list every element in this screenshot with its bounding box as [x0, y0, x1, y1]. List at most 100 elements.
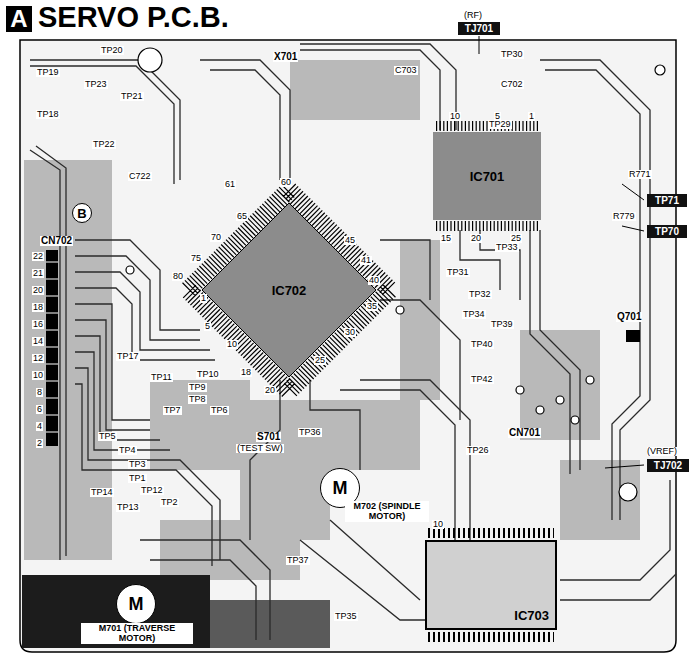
label-box: TP71 [647, 194, 687, 207]
caption: (VREF) [647, 447, 677, 456]
test-point-label: TP32 [468, 290, 492, 299]
part-label: TJ702 [654, 461, 682, 471]
pin-number: 20 [470, 234, 482, 243]
pin-number: 25 [510, 234, 522, 243]
pin-number: 20 [32, 286, 44, 295]
pin-number: 40 [368, 276, 380, 285]
part-label: IC702 [272, 284, 307, 297]
pin-number: 16 [32, 320, 44, 329]
pin-number: 80 [172, 272, 184, 281]
pin-number: 10 [32, 371, 44, 380]
test-point-label: TP1 [128, 474, 147, 483]
part-label: TP71 [655, 196, 679, 206]
pin-number: 18 [240, 368, 252, 377]
part-ref: Q701 [616, 312, 642, 322]
part-ref: R779 [612, 212, 636, 221]
part-label: A [10, 7, 27, 31]
pin-number: 18 [32, 303, 44, 312]
test-point-label: TP34 [462, 310, 486, 319]
label-box: IC701 [433, 132, 541, 220]
circle-symbol: MM701 (TRAVERSE MOTOR) [116, 584, 156, 624]
pin-number: 60 [280, 178, 292, 187]
test-point-label: TP8 [188, 395, 207, 404]
label-box: TP70 [647, 225, 687, 238]
test-point-label: TP22 [92, 140, 116, 149]
pin-number: 75 [190, 254, 202, 263]
part-label: TP70 [655, 227, 679, 237]
test-point-label: TP33 [495, 243, 519, 252]
test-point-label: TP23 [84, 80, 108, 89]
part-ref: R771 [628, 170, 652, 179]
test-point-label: TP13 [116, 503, 140, 512]
pin-number: 65 [236, 212, 248, 221]
pin-number: 30 [344, 328, 356, 337]
part-label: M [129, 595, 144, 613]
test-point-label: TP3 [128, 460, 147, 469]
test-point-label: TP20 [100, 46, 124, 55]
pin-number: 10 [432, 520, 444, 529]
test-point-label: TP31 [446, 268, 470, 277]
pin-number: 22 [32, 252, 44, 261]
pin-number: 20 [264, 386, 276, 395]
pin-number: 2 [36, 439, 43, 448]
part-ref: C722 [128, 172, 152, 181]
title: SERVO P.C.B. [38, 2, 229, 34]
test-point-label: TP40 [470, 340, 494, 349]
pin-number: 4 [36, 422, 43, 431]
pin-number: 12 [32, 354, 44, 363]
test-point-label: TP37 [286, 556, 310, 565]
part-label: B [77, 207, 86, 220]
pin-number: 10 [226, 340, 238, 349]
test-point-label: TP42 [470, 375, 494, 384]
test-point-label: TP2 [160, 498, 179, 507]
test-point-label: TP9 [188, 383, 207, 392]
label-box: (RF)TJ701 [458, 22, 500, 35]
part-ref: C703 [394, 66, 418, 75]
part-ref: CN702 [40, 236, 73, 246]
part-ref: S701 [256, 432, 281, 442]
label-box: (VREF)TJ702 [647, 459, 689, 472]
label-box: A [6, 6, 32, 32]
pin-number: 25 [314, 356, 326, 365]
pin-number: 45 [344, 236, 356, 245]
caption: M701 (TRAVERSE MOTOR) [81, 623, 193, 644]
caption: (RF) [464, 11, 482, 20]
test-point-label: TP26 [466, 446, 490, 455]
pin-number: 10 [449, 112, 461, 121]
test-point-label: TP17 [116, 352, 140, 361]
test-point-label: TP5 [98, 432, 117, 441]
test-point-label: TP4 [118, 446, 137, 455]
circle-symbol: B [72, 203, 92, 223]
test-point-label: TP36 [298, 428, 322, 437]
pin-number: 6 [36, 405, 43, 414]
test-point-label: TP7 [163, 406, 182, 415]
test-point-label: TP39 [490, 320, 514, 329]
circle-symbol: MM702 (SPINDLE MOTOR) [320, 468, 360, 508]
pin-number: 70 [210, 233, 222, 242]
test-point-label: TP14 [90, 488, 114, 497]
label-box: IC703 [425, 540, 557, 630]
part-ref: (TEST SW) [236, 444, 284, 453]
pin-number: 5 [494, 112, 501, 121]
pin-number: 1 [200, 294, 207, 303]
test-point-label: TP10 [196, 370, 220, 379]
part-ref: C702 [500, 80, 524, 89]
test-point-label: TP11 [150, 373, 173, 382]
pin-number: 15 [440, 234, 452, 243]
part-label: M [333, 479, 348, 497]
ic-chip: IC702 [202, 203, 376, 377]
test-point-label: TP12 [140, 486, 164, 495]
pin-number: 1 [528, 112, 535, 121]
part-ref: X701 [273, 52, 298, 62]
part-label: TJ701 [465, 24, 493, 34]
test-point-label: TP18 [36, 110, 60, 119]
part-ref: CN701 [508, 428, 541, 438]
pin-number: 35 [366, 302, 378, 311]
part-label: IC703 [514, 609, 549, 622]
pin-number: 21 [32, 269, 44, 278]
test-point-label: TP29 [488, 120, 512, 129]
pin-number: 61 [224, 180, 236, 189]
test-point-label: TP19 [36, 68, 60, 77]
test-point-label: TP35 [334, 612, 358, 621]
pin-number: 41 [360, 256, 372, 265]
